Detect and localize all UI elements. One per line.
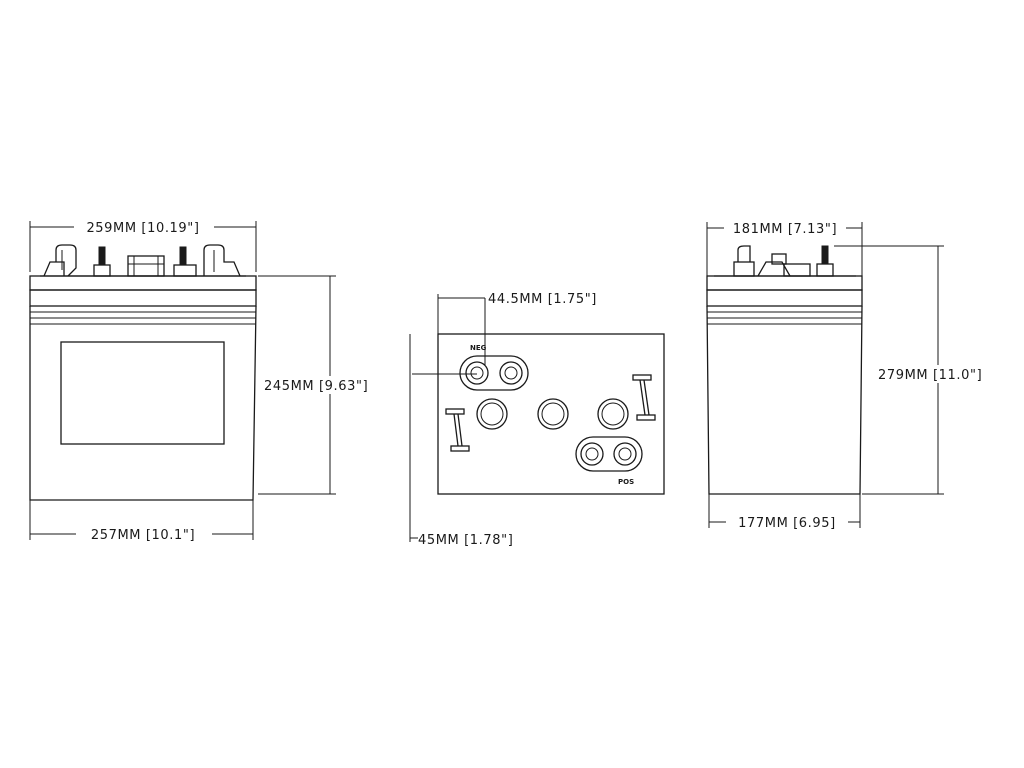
top-side-offset-label: 45MM [1.78"] <box>418 533 513 548</box>
top-terminal-offset-label: 44.5MM [1.75"] <box>488 292 597 307</box>
pos-terminal <box>580 442 604 466</box>
side-bottom-width-label: 177MM [6.95] <box>738 516 836 531</box>
vent-cap-2 <box>537 398 569 430</box>
handle-left <box>445 408 470 452</box>
side-view: 181MM [7.13"] 279MM [11.0"] 177MM [6.95] <box>706 220 1002 531</box>
front-view: 259MM [10.19"] 245MM [9.63"] <box>29 219 402 543</box>
pos-terminal-label: POS <box>618 478 634 486</box>
top-view: 44.5MM [1.75"] 45MM [1.78"] NEG <box>409 292 665 548</box>
side-top-width-label: 181MM [7.13"] <box>733 222 837 237</box>
vent-cap-3 <box>597 398 629 430</box>
front-height-label: 245MM [9.63"] <box>264 379 368 394</box>
neg-terminal <box>465 361 489 385</box>
neg-terminal-label: NEG <box>470 344 487 352</box>
top-view-outline <box>437 333 665 495</box>
neg-terminal-2 <box>499 361 523 385</box>
front-label-panel <box>60 341 225 445</box>
handle-right <box>632 374 656 421</box>
front-bottom-width-label: 257MM [10.1"] <box>91 528 195 543</box>
vent-cap-1 <box>476 398 508 430</box>
front-top-width-label: 259MM [10.19"] <box>86 221 199 236</box>
pos-terminal-2 <box>613 442 637 466</box>
side-height-label: 279MM [11.0"] <box>878 368 982 383</box>
